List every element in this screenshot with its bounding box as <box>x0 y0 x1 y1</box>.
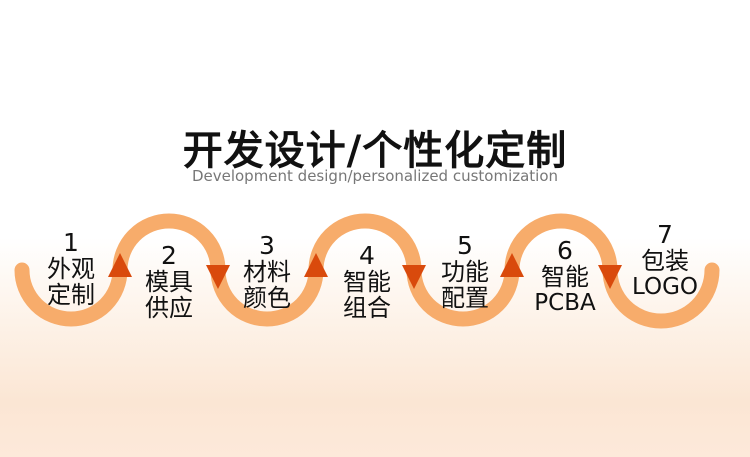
step-label-line1: 包装 <box>641 247 689 275</box>
arrow-up-3 <box>304 253 328 277</box>
step-1: 1 外观 定制 <box>16 228 126 309</box>
step-number: 5 <box>457 231 473 260</box>
step-number: 1 <box>63 228 79 257</box>
arrow-up-1 <box>108 253 132 277</box>
arrow-down-2 <box>206 265 230 289</box>
step-4: 4 智能 组合 <box>312 241 422 322</box>
step-number: 4 <box>359 241 375 270</box>
arrow-down-4 <box>402 265 426 289</box>
page-subtitle: Development design/personalized customiz… <box>191 167 559 185</box>
page-title: 开发设计/个性化定制 <box>182 128 568 174</box>
step-label-line2: 配置 <box>441 284 489 312</box>
step-label-line2: 颜色 <box>243 284 291 312</box>
step-number: 2 <box>161 241 177 270</box>
step-label-line2: LOGO <box>631 274 699 300</box>
step-5: 5 功能 配置 <box>410 231 520 312</box>
step-number: 7 <box>657 220 673 249</box>
step-label-line2: 组合 <box>343 294 391 322</box>
step-label-line1: 智能 <box>541 263 589 291</box>
step-label-line1: 模具 <box>145 268 193 296</box>
step-label-line1: 功能 <box>441 258 489 286</box>
step-label-line2: PCBA <box>534 290 596 316</box>
step-label-line2: 供应 <box>145 294 193 322</box>
wave-connector <box>14 213 720 329</box>
step-7: 7 包装 LOGO <box>610 220 720 301</box>
step-label-line1: 智能 <box>343 268 391 296</box>
step-label-line2: 定制 <box>47 281 95 309</box>
step-label-line1: 外观 <box>47 255 95 283</box>
arrow-up-5 <box>500 253 524 277</box>
step-number: 3 <box>259 231 275 260</box>
step-6: 6 智能 PCBA <box>510 236 620 317</box>
arrow-down-6 <box>598 265 622 289</box>
step-2: 2 模具 供应 <box>114 241 224 322</box>
step-number: 6 <box>557 236 573 265</box>
step-3: 3 材料 颜色 <box>212 231 322 312</box>
step-label-line1: 材料 <box>243 258 291 286</box>
